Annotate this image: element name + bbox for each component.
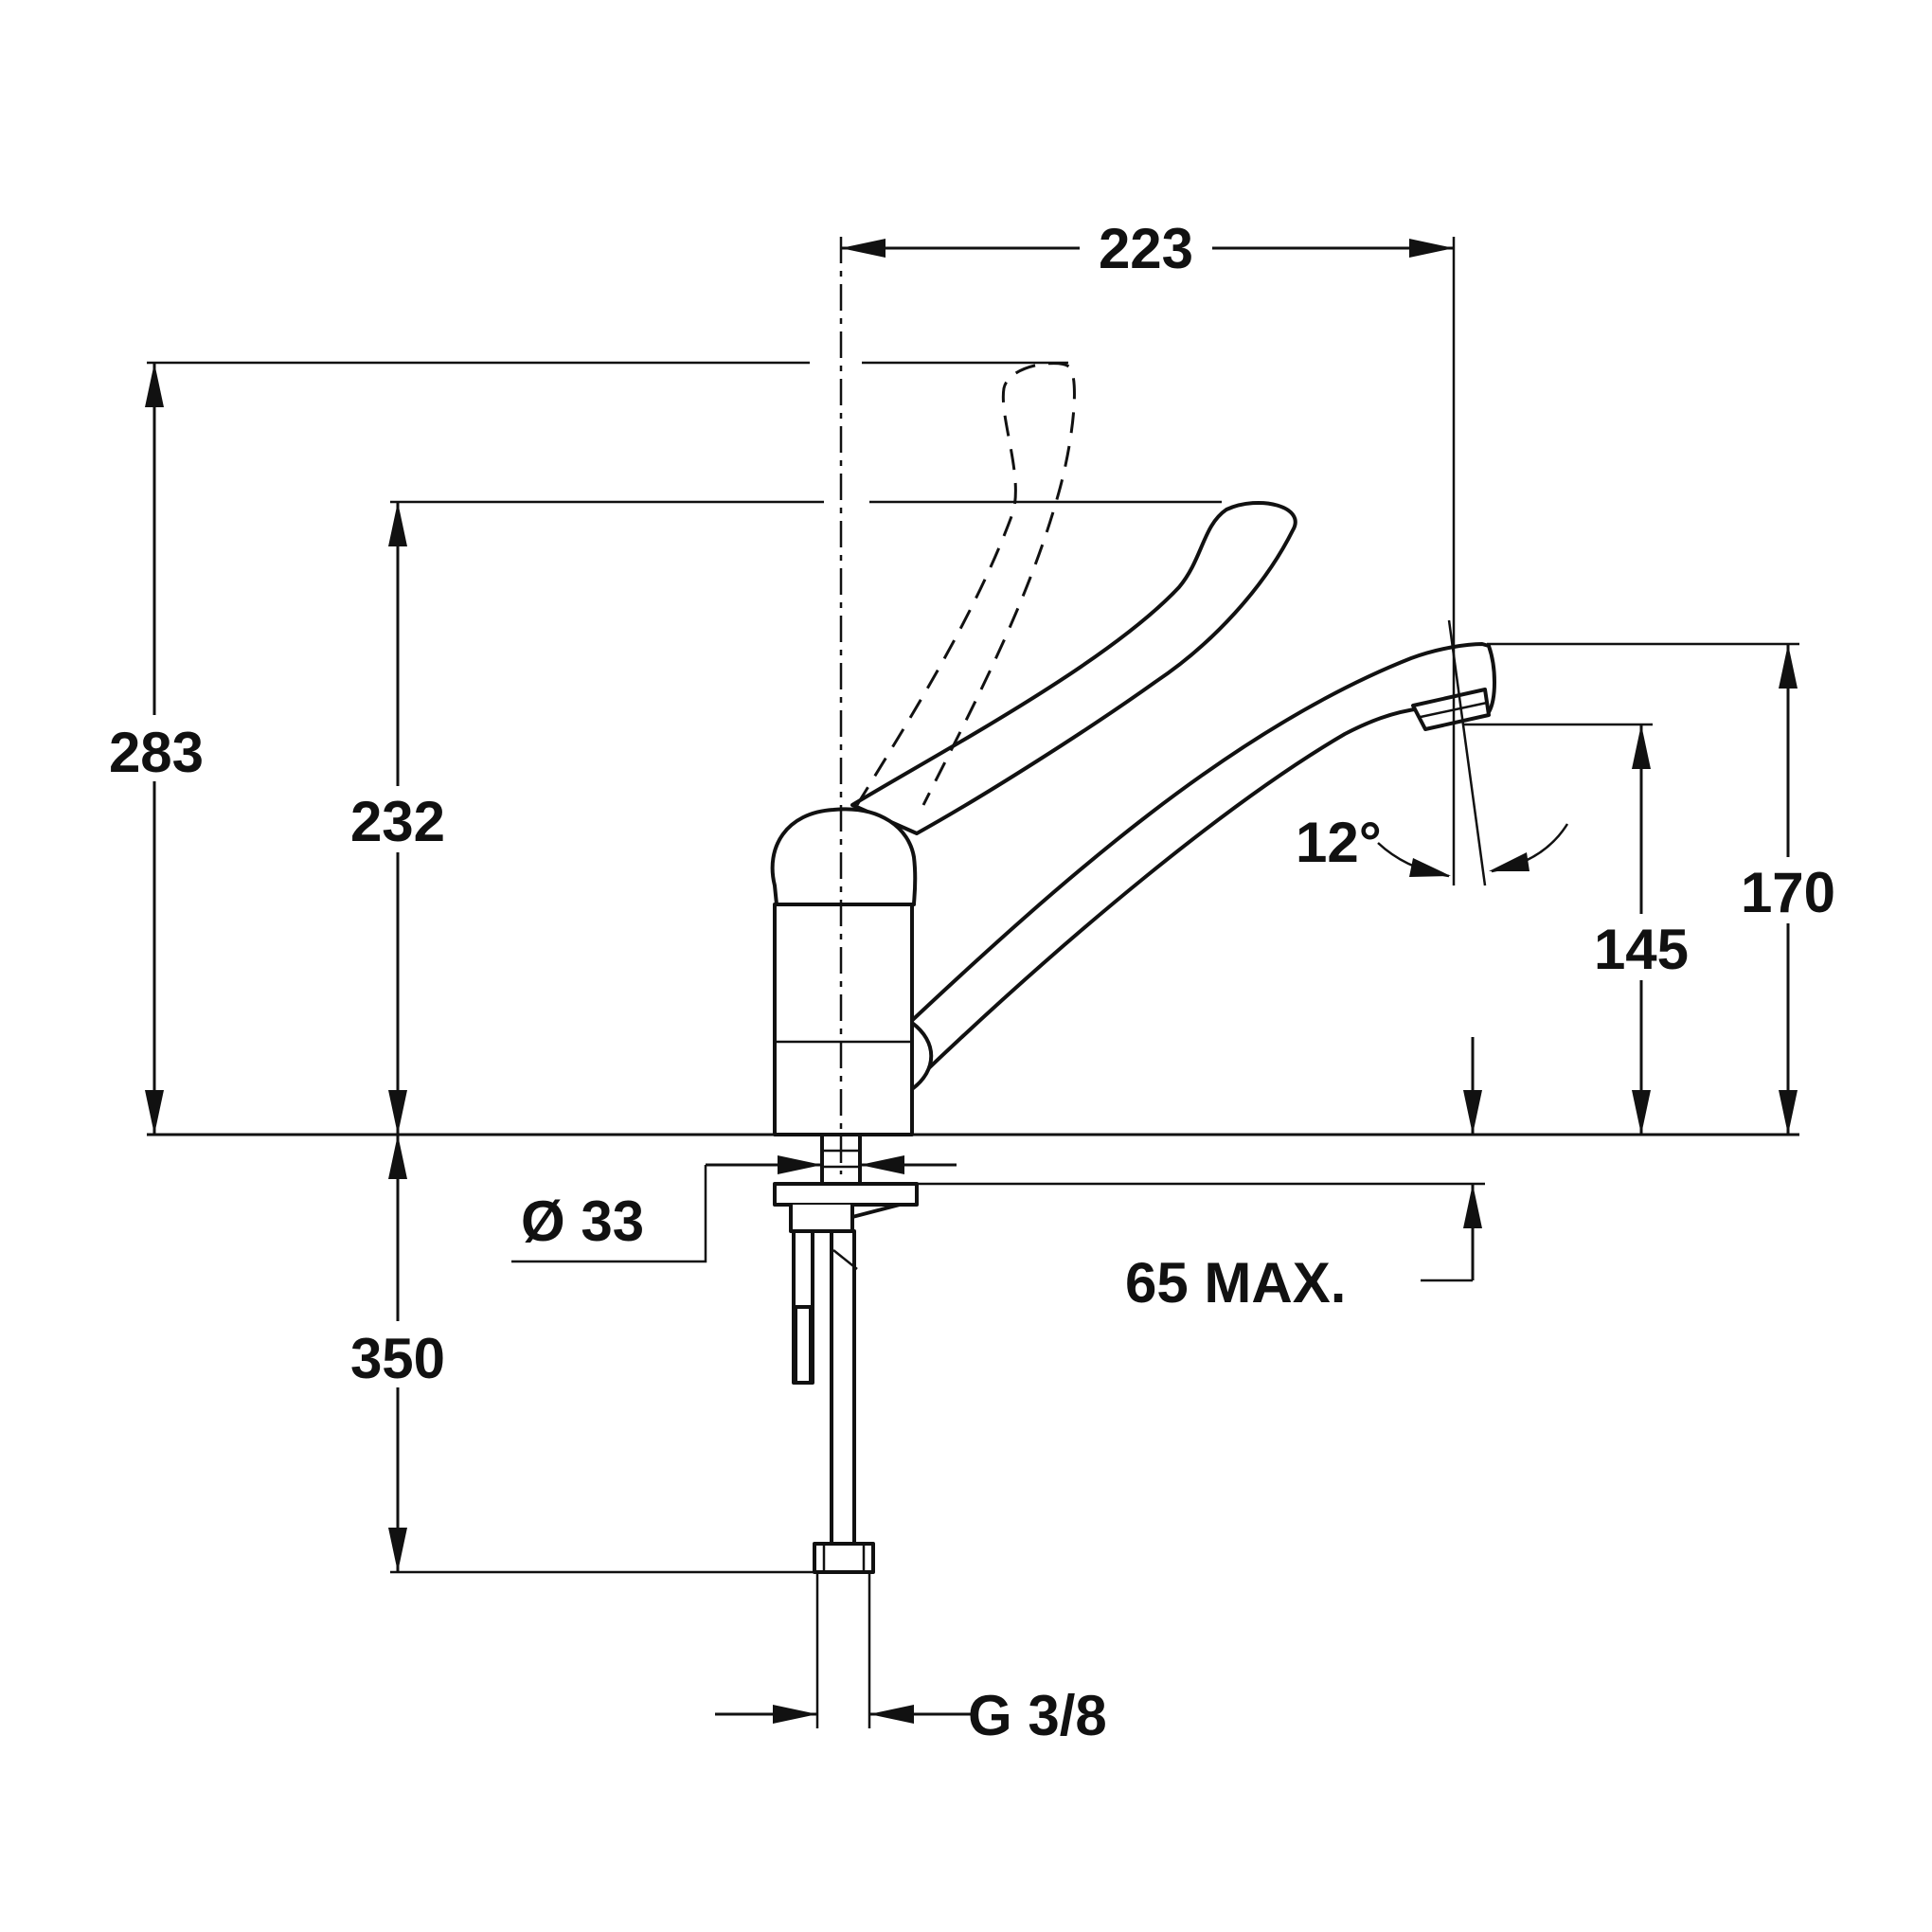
arrow-145-top xyxy=(1632,724,1651,769)
dim-g38: G 3/8 xyxy=(715,1572,1107,1747)
label-12deg: 12° xyxy=(1296,811,1382,874)
arrow-223-left xyxy=(841,239,886,258)
arrow-170-top xyxy=(1779,644,1798,689)
label-bg-145 xyxy=(1567,914,1709,980)
hose-bend xyxy=(832,1249,858,1270)
arrow-outlet-drop xyxy=(1463,1090,1482,1135)
arrow-33-right xyxy=(860,1155,904,1174)
faucet-body xyxy=(770,362,1496,1136)
arrow-65 xyxy=(1463,1184,1482,1228)
label-bg-223 xyxy=(1080,213,1212,279)
fixing-assembly xyxy=(773,1133,919,1574)
label-223: 223 xyxy=(1099,217,1193,280)
body-cylinder xyxy=(773,903,914,1136)
dim-65max: 65 MAX. xyxy=(917,1182,1485,1315)
arrow-350-top xyxy=(388,1135,407,1179)
label-g38: G 3/8 xyxy=(968,1684,1107,1747)
arrow-232-bottom xyxy=(388,1090,407,1135)
supply-hose xyxy=(830,1229,856,1546)
arrow-223-right xyxy=(1409,239,1454,258)
label-350: 350 xyxy=(350,1327,445,1390)
lever-cap xyxy=(770,807,918,906)
dim-145: 145 xyxy=(1463,723,1709,1135)
arrow-g38-right xyxy=(869,1705,914,1724)
spout-collar xyxy=(910,1021,934,1091)
dim-170: 170 xyxy=(1487,642,1861,1135)
arrow-170-bottom xyxy=(1779,1090,1798,1135)
arrow-283-top xyxy=(145,363,164,407)
dim-12deg: 12° xyxy=(1296,619,1569,886)
arrow-283-bottom xyxy=(145,1090,164,1135)
arrow-232-top xyxy=(388,502,407,546)
dim-232: 232 xyxy=(331,500,1222,1135)
label-bg-350 xyxy=(331,1321,464,1387)
lever-lifted-outline xyxy=(855,362,1076,806)
arrow-33-left xyxy=(778,1155,822,1174)
spout xyxy=(903,642,1496,1082)
arrow-g38-left xyxy=(773,1705,817,1724)
dim-33: Ø 33 xyxy=(511,1155,957,1263)
label-bg-283 xyxy=(90,715,223,781)
dim-350: 350 xyxy=(331,1135,814,1574)
label-bg-170 xyxy=(1719,857,1861,923)
label-65max: 65 MAX. xyxy=(1125,1251,1346,1315)
leader-33 xyxy=(511,1165,707,1263)
arrow-12-left xyxy=(1409,858,1451,877)
fixing-bracket xyxy=(789,1203,901,1233)
arrow-145-bottom xyxy=(1632,1090,1651,1135)
label-170: 170 xyxy=(1741,861,1835,924)
dim-223: 223 xyxy=(841,213,1456,653)
angle-ref-tilted xyxy=(1447,619,1487,886)
label-145: 145 xyxy=(1594,918,1689,981)
fixing-plate xyxy=(773,1182,919,1207)
label-33: Ø 33 xyxy=(521,1190,644,1253)
label-bg-232 xyxy=(331,786,464,852)
arrow-12-right xyxy=(1489,852,1530,871)
lever xyxy=(850,501,1297,835)
fixing-rod-end xyxy=(794,1305,813,1385)
label-232: 232 xyxy=(350,790,445,853)
arrow-350-bottom xyxy=(388,1528,407,1572)
label-283: 283 xyxy=(109,721,204,784)
dim-283: 283 xyxy=(90,361,1068,1135)
